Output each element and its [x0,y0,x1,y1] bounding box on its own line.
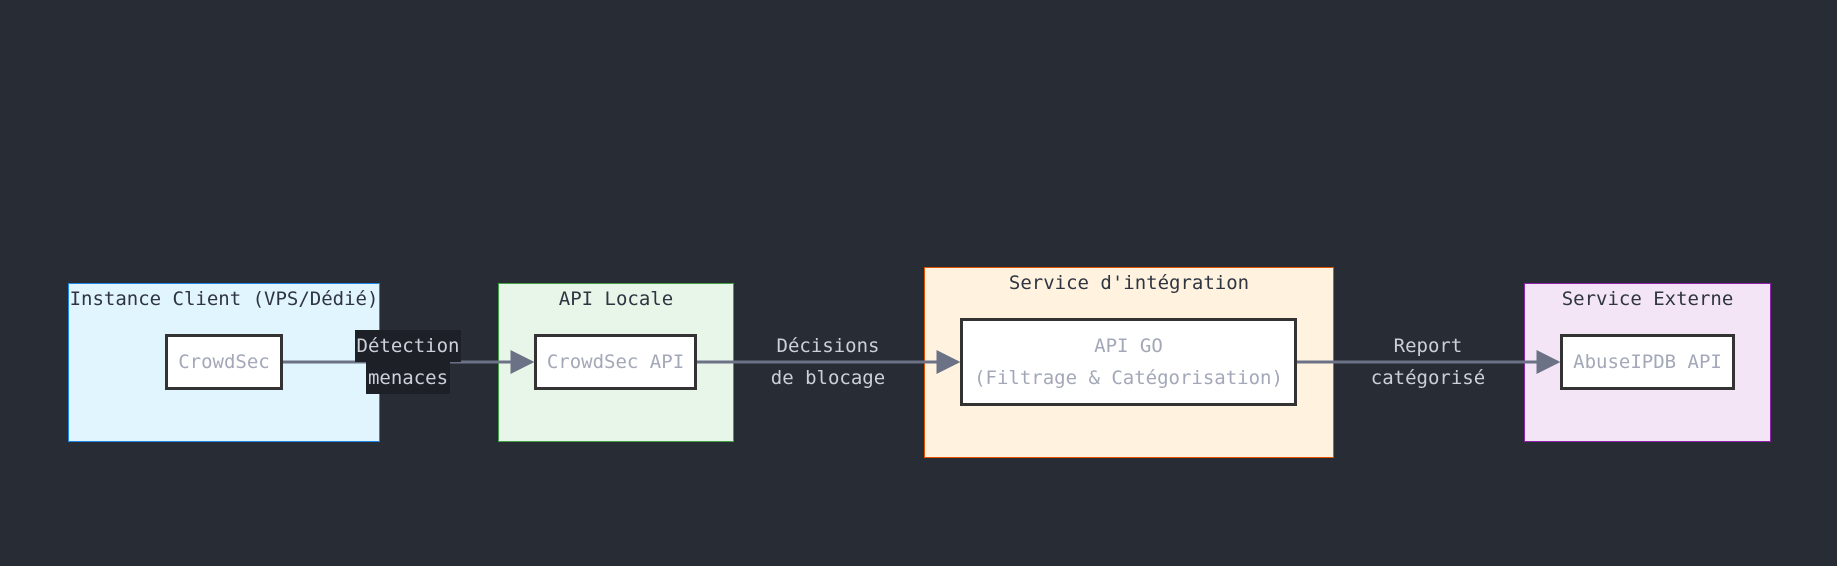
node-crowdsec: CrowdSec [165,334,283,390]
node-crowdsec-api-label: CrowdSec API [546,351,685,373]
node-crowdsec-label: CrowdSec [178,351,270,373]
edge-label-decisions-line2: de blocage [770,367,886,389]
edge-label-report: Report catégorisé [1358,330,1498,394]
edge-label-detection: Détection menaces [348,330,468,394]
edge-label-decisions: Décisions de blocage [758,330,898,394]
edge-label-decisions-line1: Décisions [776,335,880,357]
cluster-external-title: Service Externe [1561,288,1734,310]
node-abuseipdb-api: AbuseIPDB API [1560,334,1735,390]
node-api-go: API GO (Filtrage & Catégorisation) [960,318,1297,406]
cluster-integration-title: Service d'intégration [1008,272,1250,294]
edge-label-detection-line2: menaces [365,362,451,394]
node-api-go-line1: API GO [1094,335,1163,357]
cluster-client-title: Instance Client (VPS/Dédié) [69,288,379,310]
node-abuseipdb-label: AbuseIPDB API [1573,351,1722,373]
edge-label-detection-line1: Détection [354,330,462,362]
node-api-go-line2: (Filtrage & Catégorisation) [974,367,1283,389]
node-crowdsec-api: CrowdSec API [534,334,697,390]
cluster-local-title: API Locale [558,288,674,310]
edge-label-report-line1: Report [1393,335,1463,357]
edge-label-report-line2: catégorisé [1370,367,1486,389]
